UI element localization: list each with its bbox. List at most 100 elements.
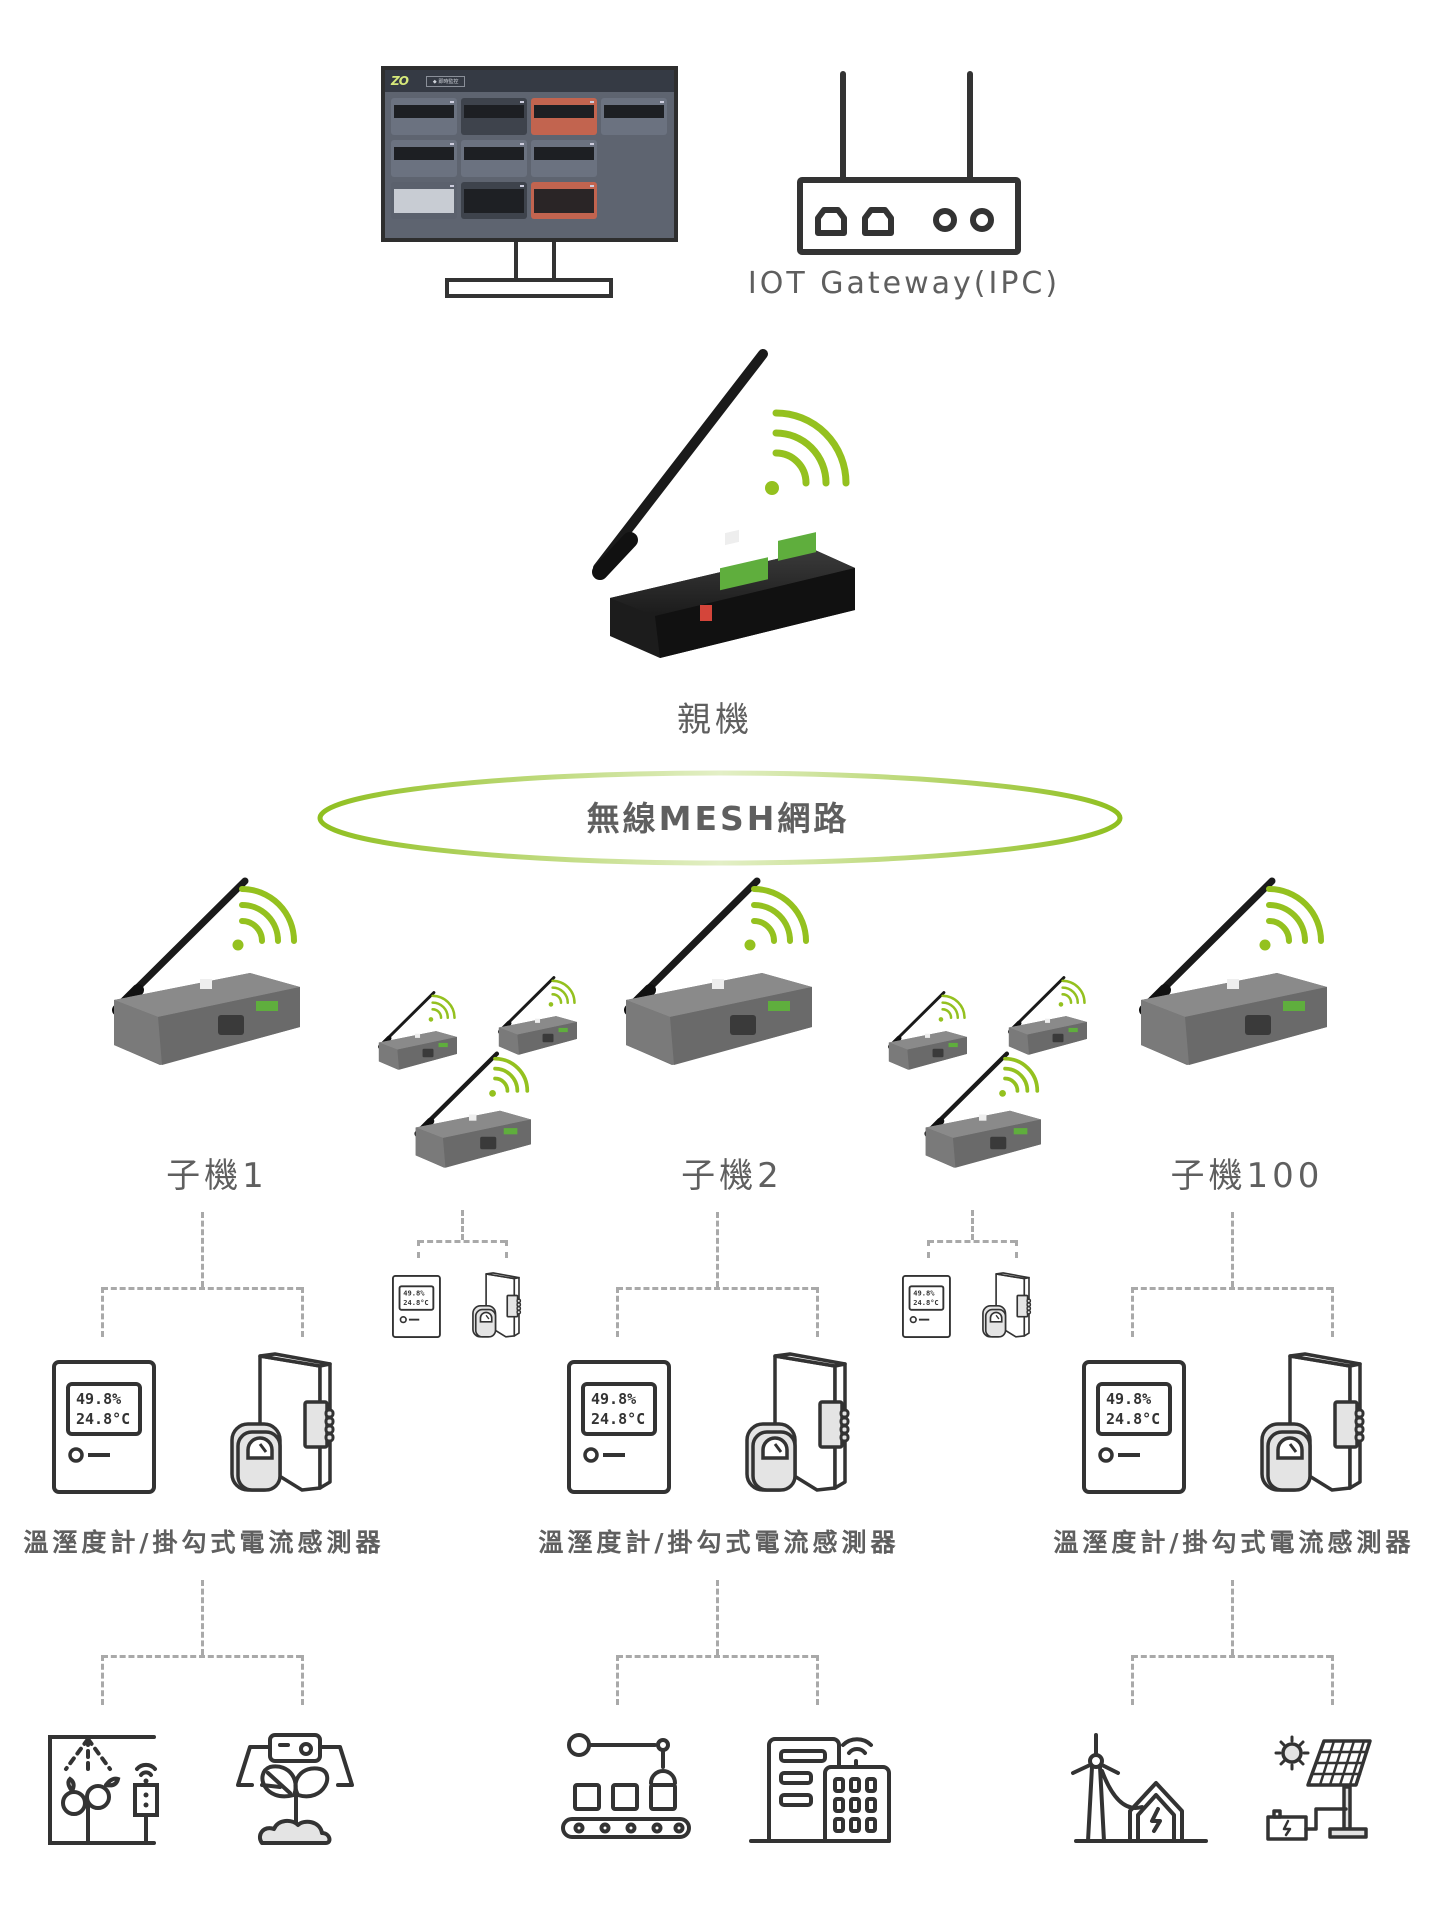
connector-line: [301, 1287, 304, 1337]
card-title: [534, 143, 594, 145]
info-button[interactable]: [520, 185, 524, 187]
info-button[interactable]: [450, 101, 454, 103]
info-button[interactable]: [590, 185, 594, 187]
connector-line: [1331, 1655, 1334, 1705]
reading-panel: [534, 189, 594, 213]
dashboard-header: ZO ◆ 即時監控: [385, 70, 674, 93]
connector-line: [617, 1287, 817, 1290]
current-card[interactable]: [391, 140, 457, 177]
card-title: [604, 101, 664, 103]
clamp-current-sensor-icon: [230, 1352, 335, 1492]
temperature-reading: 24.8°C: [1106, 1410, 1160, 1428]
connector-line: [816, 1655, 819, 1705]
info-button[interactable]: [520, 101, 524, 103]
sensor-label: 溫溼度計/掛勾式電流感測器: [1053, 1528, 1415, 1557]
connector-line: [1231, 1212, 1234, 1287]
reading-panel: [464, 189, 524, 213]
connector-line: [1231, 1580, 1234, 1655]
thermo-hygrometer-icon: 49.8% 24.8°C: [1082, 1360, 1186, 1494]
connector-line: [301, 1655, 304, 1705]
parent-device: [580, 340, 880, 680]
card-title: [464, 185, 524, 187]
temperature-reading: 24.8°C: [913, 1298, 938, 1307]
mesh-network-ellipse: [317, 770, 1123, 866]
parent-wifi-icon: [765, 409, 850, 495]
mini-thermo-hygrometer-icon: 49.8% 24.8°C: [902, 1275, 951, 1338]
parent-label: 親機: [677, 700, 753, 740]
current-card[interactable]: [461, 98, 527, 135]
connector-line: [816, 1287, 819, 1337]
humidity-reading: 49.8%: [403, 1289, 425, 1298]
child-device-label: 子機100: [1170, 1156, 1324, 1196]
connector-line: [418, 1240, 506, 1243]
connector-line: [1331, 1287, 1334, 1337]
wind-power-icon: [1071, 1733, 1208, 1843]
parent-antenna-icon: [592, 349, 768, 580]
sensor-label: 溫溼度計/掛勾式電流感測器: [23, 1528, 385, 1557]
connector-line: [616, 1287, 619, 1337]
humidity-reading: 49.8%: [591, 1390, 636, 1408]
connector-line: [505, 1240, 508, 1258]
current-card[interactable]: [461, 140, 527, 177]
card-title: [394, 143, 454, 145]
info-button[interactable]: [450, 185, 454, 187]
mini-device-icon: [1008, 976, 1087, 1055]
iot-gateway-router-icon: [797, 71, 1021, 255]
connector-line: [928, 1240, 1016, 1243]
card-title: [394, 101, 454, 103]
monitor-stand-neck: [514, 242, 556, 280]
connector-line: [102, 1655, 302, 1658]
current-card[interactable]: [601, 98, 667, 135]
card-title: [464, 101, 524, 103]
connector-line: [102, 1287, 302, 1290]
dashboard-body: [385, 92, 674, 238]
temperature-card[interactable]: [531, 182, 597, 219]
mini-device-icon: [414, 1051, 531, 1168]
info-button[interactable]: [590, 101, 594, 103]
smart-building-icon: [749, 1737, 891, 1843]
sensor-label: 溫溼度計/掛勾式電流感測器: [538, 1528, 900, 1557]
current-card[interactable]: [531, 98, 597, 135]
temperature-card[interactable]: [391, 182, 457, 219]
card-title: [534, 101, 594, 103]
child-device-label: 子機2: [681, 1156, 783, 1196]
current-card[interactable]: [391, 98, 457, 135]
temperature-card[interactable]: [461, 182, 527, 219]
dashboard-monitor: ZO ◆ 即時監控: [381, 66, 678, 242]
temperature-reading: 24.8°C: [591, 1410, 645, 1428]
connector-line: [1132, 1655, 1332, 1658]
current-card[interactable]: [531, 140, 597, 177]
connector-line: [927, 1240, 930, 1258]
mini-device-icon: [498, 976, 577, 1055]
info-button[interactable]: [520, 143, 524, 145]
connector-line: [101, 1287, 104, 1337]
mini-thermo-hygrometer-icon: 49.8% 24.8°C: [392, 1275, 441, 1338]
connector-line: [101, 1655, 104, 1705]
current-value: [604, 105, 664, 118]
connector-line: [201, 1580, 204, 1655]
current-value: [394, 105, 454, 118]
child-device-label: 子機1: [166, 1156, 268, 1196]
parent-device-box-icon: [610, 529, 855, 658]
info-button[interactable]: [660, 101, 664, 103]
current-value: [394, 147, 454, 160]
connector-line: [716, 1580, 719, 1655]
info-button[interactable]: [590, 143, 594, 145]
card-title: [534, 185, 594, 187]
temperature-reading: 24.8°C: [76, 1410, 130, 1428]
solar-power-icon: [1266, 1735, 1372, 1841]
temperature-reading: 24.8°C: [403, 1298, 428, 1307]
reading-panel: [394, 189, 454, 213]
child-device-1-icon: [112, 877, 300, 1065]
child-device-3-icon: [1139, 877, 1327, 1065]
info-button[interactable]: [450, 143, 454, 145]
mini-clamp-sensor-icon: [472, 1272, 522, 1338]
clamp-current-sensor-icon: [745, 1352, 850, 1492]
mini-clamp-sensor-icon: [982, 1272, 1032, 1338]
current-value: [534, 105, 594, 118]
realtime-monitor-button[interactable]: ◆ 即時監控: [425, 75, 466, 87]
clamp-current-sensor-icon: [1260, 1352, 1365, 1492]
mini-device-icon: [888, 991, 967, 1070]
connector-line: [616, 1655, 619, 1705]
connector-line: [461, 1210, 464, 1240]
